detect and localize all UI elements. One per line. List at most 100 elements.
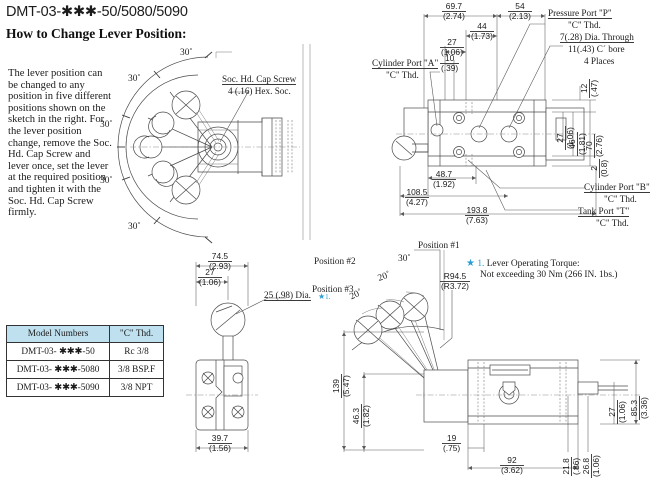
table-header-row: Model Numbers "C" Thd.	[5, 325, 164, 343]
model-numbers-table: Model Numbers "C" Thd. DMT-03- ✱✱✱-50 Rc…	[5, 325, 164, 397]
dim-value: R94.5	[440, 271, 470, 283]
dim-inch: (3.36)	[639, 397, 650, 419]
lever-angle-5: 30˚	[128, 222, 141, 232]
lever-angle-4: 30˚	[100, 176, 113, 186]
dim-inch: (.47)	[589, 79, 600, 97]
position-2-label: Position #2	[314, 256, 356, 266]
hex-soc-label: 4 (.16) Hex. Soc.	[228, 86, 291, 96]
dim-39-7: 39.7 (1.56)	[208, 433, 232, 454]
places-label: 4 Places	[584, 56, 615, 66]
dim-139: 139 (5.47)	[331, 374, 352, 398]
dim-inch: (1.06)	[591, 455, 602, 477]
note-index: 1.	[477, 259, 485, 269]
dim-inch: (.75)	[443, 443, 461, 454]
header-model-numbers: Model Numbers	[5, 325, 111, 343]
dim-19: 19 (.75)	[442, 433, 462, 454]
dim-inch: (R3.72)	[441, 281, 469, 292]
dia-25-label: 25 (.98) Dia.	[264, 290, 311, 302]
cell-model: DMT-03- ✱✱✱-50	[5, 342, 111, 361]
dim-48-7: 48.7 (1.92)	[432, 169, 456, 190]
dim-value: 39.7	[208, 433, 232, 445]
dim-27-side: 27 (1.06)	[198, 267, 222, 288]
dim-inch: (7.63)	[466, 215, 488, 226]
dim-value: 48.7	[432, 169, 456, 181]
dim-inch: (1.82)	[361, 405, 372, 427]
dim-value: 92	[500, 455, 524, 467]
lever-angle-3: 30˚	[100, 120, 113, 130]
front-angle-30: 30˚	[398, 254, 411, 264]
cbore-label: 11(.43) Cˊ bore	[568, 44, 625, 54]
dim-value: 69.7	[442, 1, 466, 13]
page-title: DMT-03-✱✱✱-50/5080/5090	[6, 4, 188, 20]
dim-27-front: 27 (1.06)	[607, 400, 628, 424]
dim-70: 70 (2.76)	[584, 134, 605, 158]
soc-hd-cap-screw-label: Soc. Hd. Cap Screw	[222, 74, 297, 86]
lever-angle-2: 30˚	[128, 74, 141, 84]
note-line1: Lever Operating Torque:	[486, 259, 580, 269]
cell-thd: Rc 3/8	[109, 342, 164, 361]
dim-85-3: 85.3 (3.36)	[629, 396, 650, 420]
dim-inch: (1.06)	[617, 401, 628, 423]
cell-thd: 3/8 NPT	[109, 378, 164, 397]
table-row: DMT-03- ✱✱✱-5090 3/8 NPT	[5, 378, 164, 397]
dim-value: 19	[442, 433, 462, 445]
dim-54: 54 (2.13)	[508, 1, 532, 22]
header-c-thd: "C" Thd.	[109, 325, 164, 343]
dim-inch: (0.8)	[599, 159, 610, 177]
section-heading: How to Change Lever Position:	[6, 26, 187, 41]
dim-69-7: 69.7 (2.74)	[442, 1, 466, 22]
dim-21-8: 21.8 (.86)	[561, 456, 582, 476]
dim-value: 74.5	[208, 251, 232, 263]
dim-inch: (.39)	[441, 63, 459, 74]
cell-thd: 3/8 BSP.F	[109, 360, 164, 379]
dim-44: 44 (1.73)	[470, 21, 494, 42]
star-index: 1.	[325, 293, 331, 301]
dim-inch: (1.06)	[199, 277, 221, 288]
position-3-label: Position #3	[312, 284, 354, 294]
cylinder-port-b-thd: "C" Thd.	[604, 194, 637, 204]
table-row: DMT-03- ✱✱✱-5080 3/8 BSP.F	[5, 360, 164, 379]
cylinder-port-a-thd: "C" Thd.	[386, 70, 419, 80]
tank-port-t-label: Tank Port "T"	[578, 206, 630, 218]
dim-value: 108.5	[405, 187, 429, 199]
dim-inch: (2.93)	[209, 261, 231, 272]
front-angle-20a: 20˚	[376, 270, 392, 284]
dim-12: 12 (.47)	[579, 78, 600, 98]
lever-angle-1: 30˚	[180, 48, 193, 58]
table-row: DMT-03- ✱✱✱-50 Rc 3/8	[5, 342, 164, 361]
dim-value: 27	[440, 37, 464, 49]
dim-inch: (1.06)	[441, 47, 463, 58]
tank-port-t-thd: "C" Thd.	[596, 218, 629, 228]
cylinder-port-a-label: Cylinder Port "A"	[372, 58, 439, 70]
dim-inch: (1.92)	[433, 179, 455, 190]
note-line2: Not exceeding 30 Nm (266 IN. 1bs.)	[480, 270, 618, 281]
dia-through-label: 7(.28) Dia. Through	[560, 32, 634, 44]
dim-value: 193.8	[465, 205, 489, 217]
dim-2: 2 (0.8)	[589, 158, 610, 178]
dim-74-5: 74.5 (2.93)	[208, 251, 232, 272]
dim-92: 92 (3.62)	[500, 455, 524, 476]
dim-value: 10	[440, 53, 460, 65]
lever-position-note: The lever position can be changed to any…	[8, 68, 112, 219]
dim-193-8: 193.8 (7.63)	[465, 205, 489, 226]
cell-model: DMT-03- ✱✱✱-5090	[5, 378, 111, 397]
dim-inch: (4.27)	[406, 197, 428, 208]
dim-27-top: 27 (1.06)	[440, 37, 464, 58]
dim-108-5: 108.5 (4.27)	[405, 187, 429, 208]
dim-value: 27	[198, 267, 222, 279]
dim-r94-5: R94.5 (R3.72)	[440, 271, 470, 292]
cylinder-port-b-label: Cylinder Port "B"	[584, 182, 650, 194]
dim-inch: (3.62)	[501, 465, 523, 476]
dim-46-3: 46.3 (1.82)	[351, 404, 372, 428]
dim-inch: (2.76)	[594, 135, 605, 157]
position-1-label: Position #1	[418, 240, 460, 250]
pressure-port-p-label: Pressure Port "P"	[548, 8, 612, 20]
dim-inch: (5.47)	[341, 375, 352, 397]
dim-inch: (1.56)	[209, 443, 231, 454]
dim-value: 44	[470, 21, 494, 33]
dim-10: 10 (.39)	[440, 53, 460, 74]
pressure-port-p-thd: "C" Thd.	[568, 20, 601, 30]
dim-value: 54	[508, 1, 532, 13]
dim-26-8: 26.8 (1.06)	[581, 454, 602, 478]
